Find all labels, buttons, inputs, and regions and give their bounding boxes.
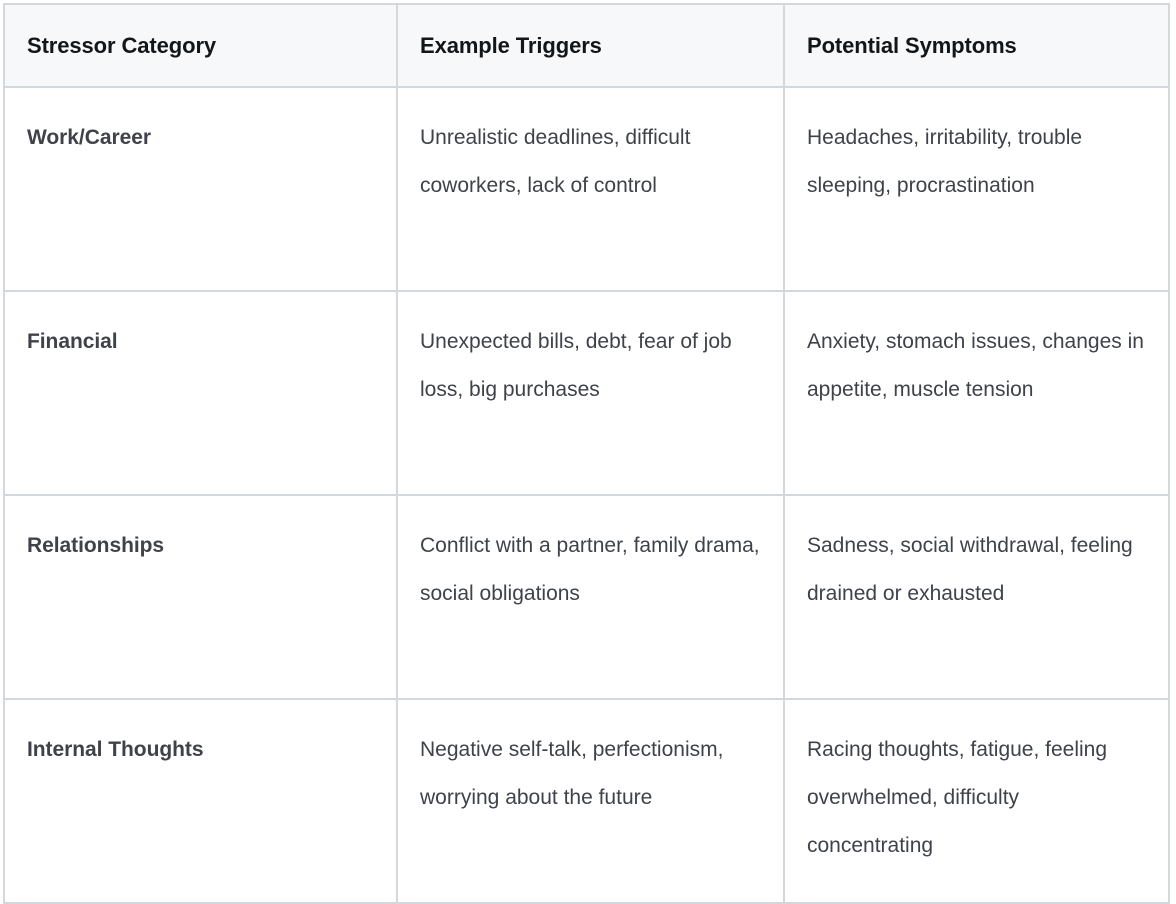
cell-stressor-category: Internal Thoughts [4,699,398,903]
cell-stressor-category: Relationships [4,495,398,700]
cell-example-triggers: Unexpected bills, debt, fear of job loss… [397,291,785,496]
cell-stressor-category: Financial [4,291,398,496]
table-container: Stressor Category Example Triggers Poten… [3,3,1170,904]
cell-potential-symptoms: Sadness, social withdrawal, feeling drai… [784,495,1169,700]
cell-example-triggers: Negative self-talk, perfectionism, worry… [397,699,785,903]
table-header: Stressor Category Example Triggers Poten… [4,4,1169,88]
column-header-stressor-category: Stressor Category [4,4,398,88]
table-row: Financial Unexpected bills, debt, fear o… [4,291,1169,496]
table-header-row: Stressor Category Example Triggers Poten… [4,4,1169,88]
table-row: Relationships Conflict with a partner, f… [4,495,1169,700]
cell-potential-symptoms: Anxiety, stomach issues, changes in appe… [784,291,1169,496]
cell-example-triggers: Unrealistic deadlines, difficult coworke… [397,87,785,292]
cell-stressor-category: Work/Career [4,87,398,292]
cell-example-triggers: Conflict with a partner, family drama, s… [397,495,785,700]
table-row: Internal Thoughts Negative self-talk, pe… [4,699,1169,903]
column-header-example-triggers: Example Triggers [397,4,785,88]
cell-potential-symptoms: Headaches, irritability, trouble sleepin… [784,87,1169,292]
table-body: Work/Career Unrealistic deadlines, diffi… [4,87,1169,903]
cell-potential-symptoms: Racing thoughts, fatigue, feeling overwh… [784,699,1169,903]
table-row: Work/Career Unrealistic deadlines, diffi… [4,87,1169,292]
stressor-reference-table: Stressor Category Example Triggers Poten… [3,3,1170,904]
column-header-potential-symptoms: Potential Symptoms [784,4,1169,88]
